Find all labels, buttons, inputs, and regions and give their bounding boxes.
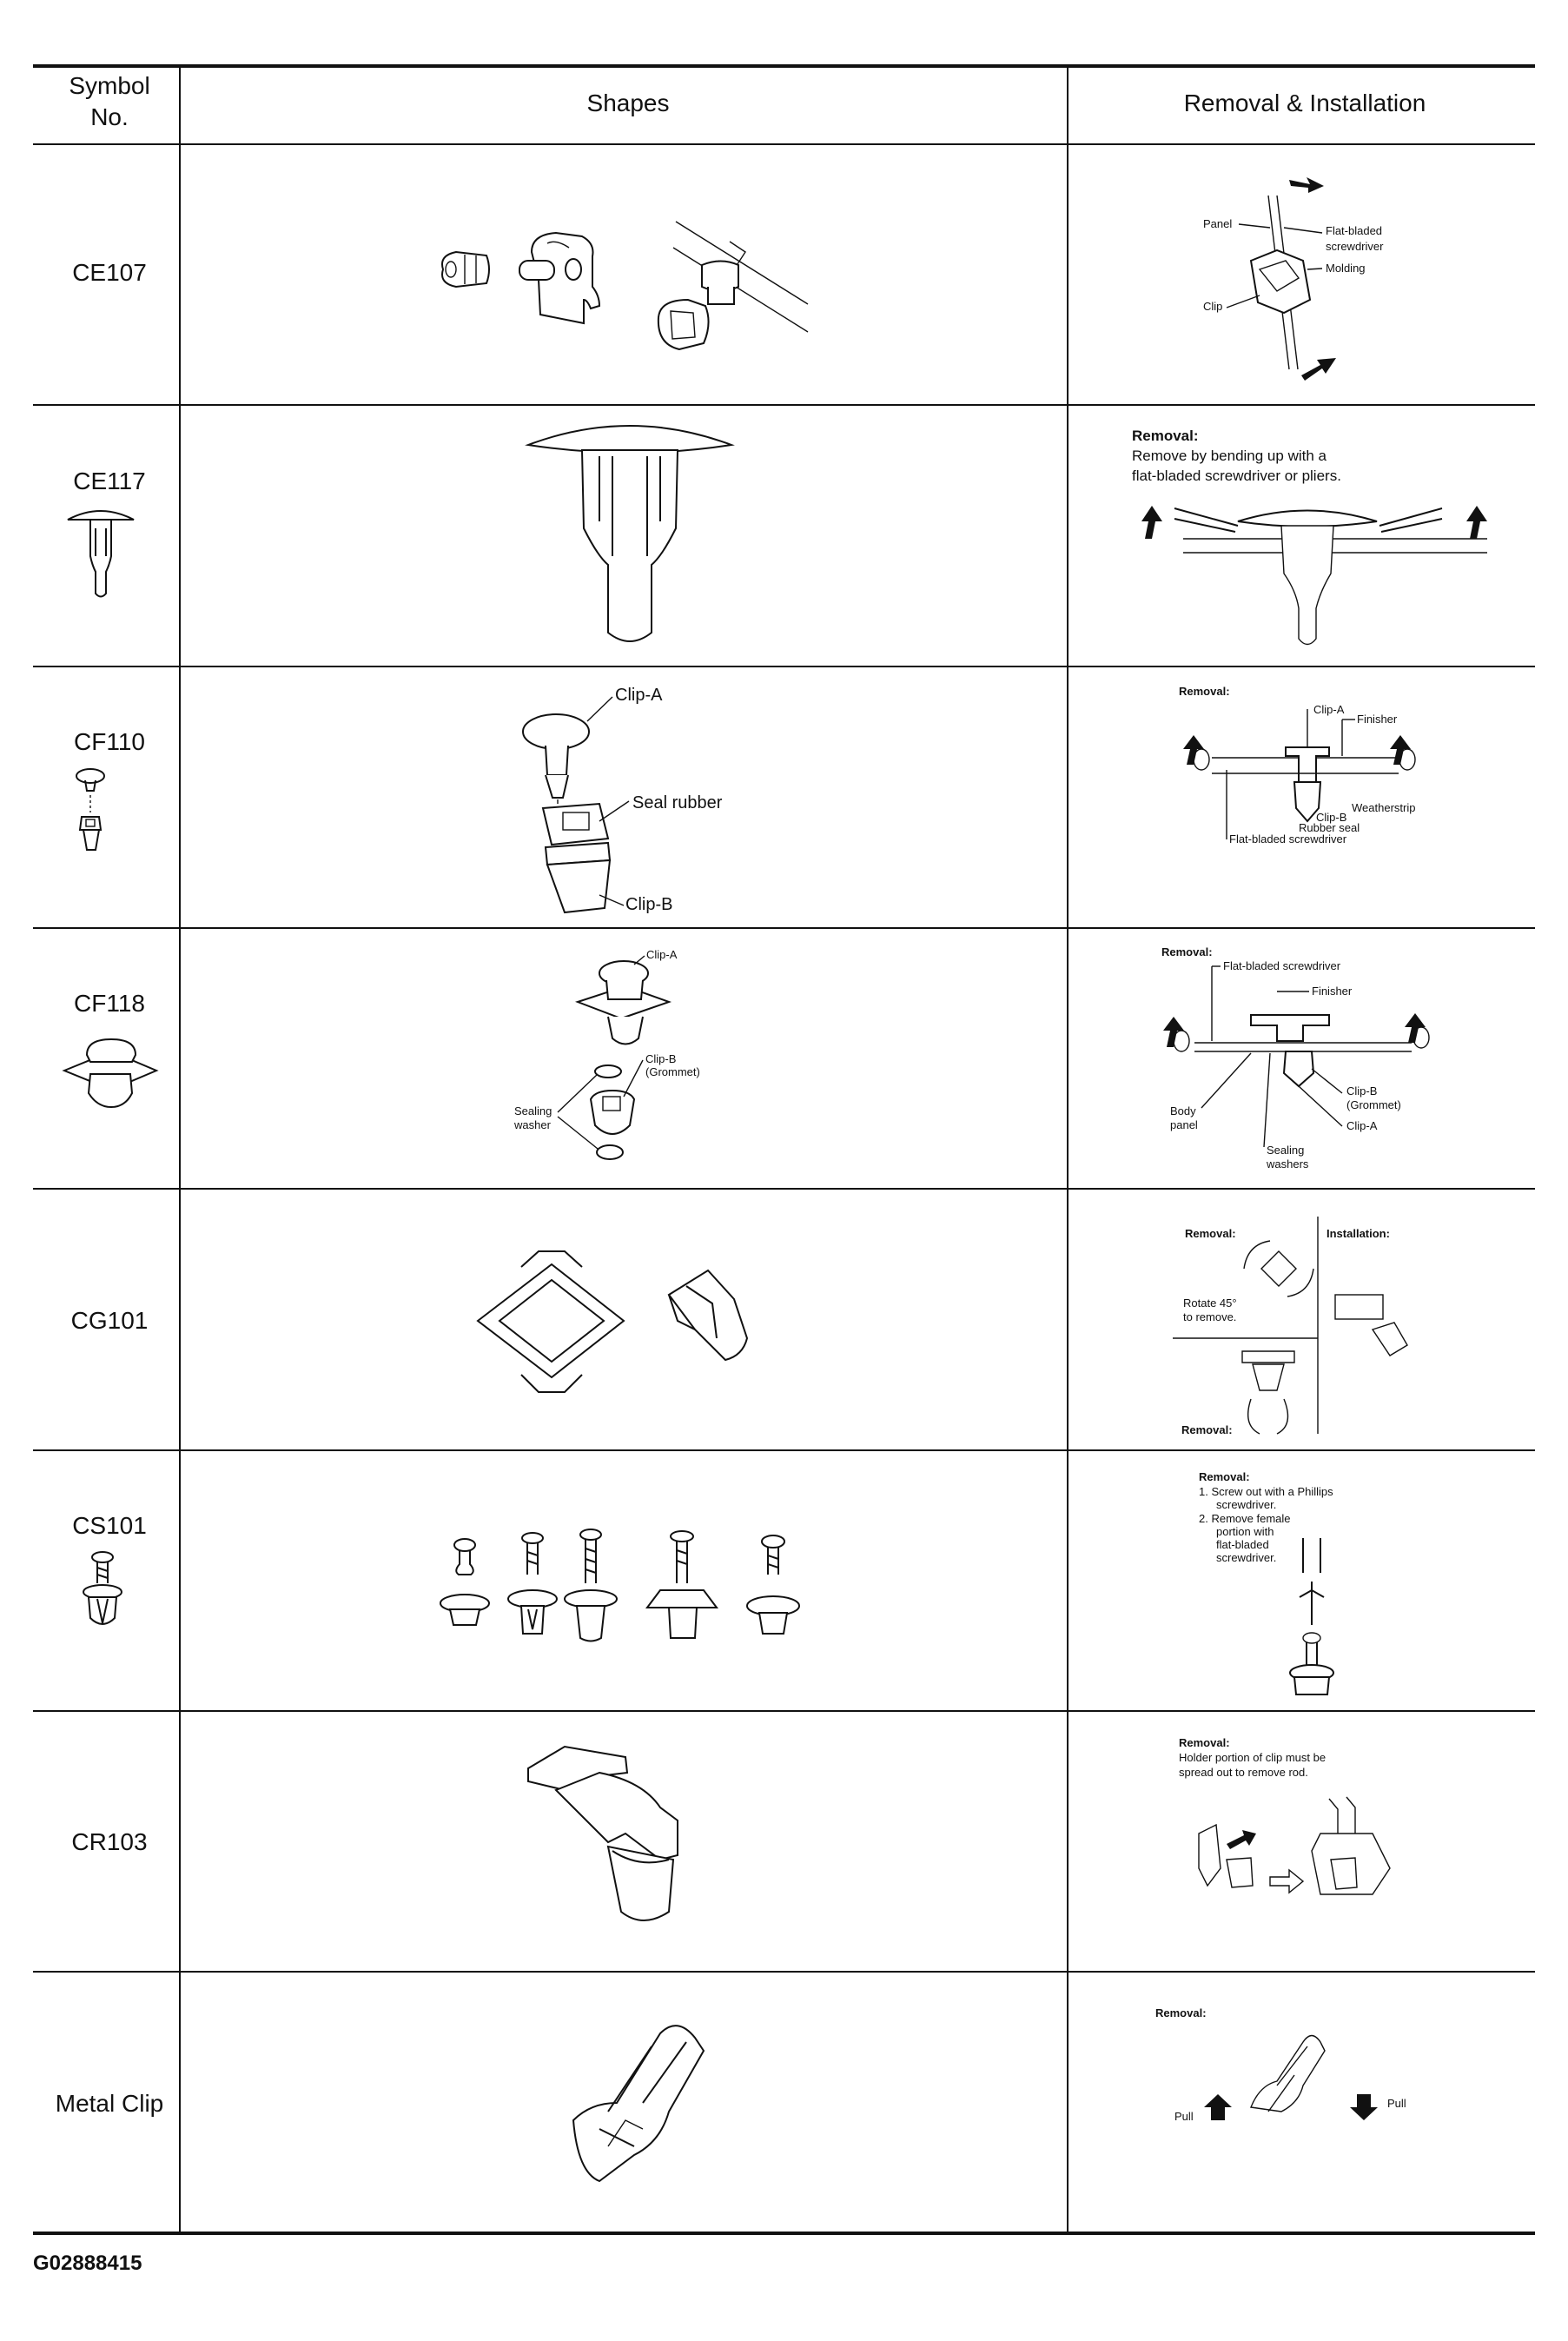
cr103-shape-drawing <box>527 1745 678 1921</box>
svg-text:Removal:: Removal: <box>1161 945 1213 958</box>
cf118-shape-drawing: Clip-A Clip-B (Grommet) Sealing washer <box>513 948 700 1160</box>
symbol-cs101: CS101 <box>72 1512 147 1539</box>
symbol-ce117: CE117 <box>73 468 146 494</box>
cs101-symbol-icon <box>83 1551 122 1625</box>
svg-text:Clip-B: Clip-B <box>1346 1084 1377 1098</box>
svg-text:Clip-A: Clip-A <box>1346 1119 1378 1132</box>
svg-text:Installation:: Installation: <box>1327 1227 1390 1240</box>
screw-2 <box>507 1532 558 1635</box>
svg-text:spread out to remove rod.: spread out to remove rod. <box>1179 1766 1308 1779</box>
svg-text:Seal rubber: Seal rubber <box>632 793 723 812</box>
svg-text:Flat-bladed screwdriver: Flat-bladed screwdriver <box>1223 959 1341 972</box>
screw-5 <box>746 1535 800 1635</box>
table-grid <box>33 64 1535 2235</box>
header-shapes: Shapes <box>587 90 670 116</box>
ce107-removal-drawing: Panel Flat-bladed screwdriver Molding Cl… <box>1203 177 1384 381</box>
svg-text:Clip-B: Clip-B <box>645 1052 676 1065</box>
svg-text:Sealing: Sealing <box>514 1104 552 1117</box>
header-symbol-line2: No. <box>90 103 129 130</box>
screw-3 <box>564 1529 618 1642</box>
svg-text:Finisher: Finisher <box>1357 713 1398 726</box>
cs101-shape-drawing <box>440 1529 800 1642</box>
symbol-cf118: CF118 <box>74 990 145 1017</box>
svg-text:Pull: Pull <box>1174 2110 1194 2123</box>
svg-text:Holder portion of clip must be: Holder portion of clip must be <box>1179 1751 1326 1764</box>
cf118-removal: Removal: Flat-bladed screwdriver Finishe… <box>1161 945 1430 1170</box>
symbol-cf110: CF110 <box>74 728 145 755</box>
screw-4 <box>645 1530 718 1639</box>
cf110-symbol-icon <box>76 768 105 851</box>
symbol-cr103: CR103 <box>71 1828 147 1855</box>
ce107-shape-drawing <box>441 221 809 351</box>
svg-text:Clip-B: Clip-B <box>1316 811 1346 824</box>
svg-text:1. Screw out with a Phillips: 1. Screw out with a Phillips <box>1199 1485 1333 1498</box>
svg-text:washers: washers <box>1266 1157 1309 1170</box>
svg-text:screwdriver: screwdriver <box>1326 240 1384 253</box>
svg-text:screwdriver.: screwdriver. <box>1216 1498 1276 1511</box>
metal-clip-removal: Removal: Pull Pull <box>1155 2006 1406 2123</box>
cf110-removal: Removal: Clip-A Finisher Weatherstrip Cl… <box>1179 685 1416 846</box>
svg-text:Removal:: Removal: <box>1185 1227 1236 1240</box>
cg101-removal: Removal: Installation: Rotate 45° to rem… <box>1173 1217 1408 1436</box>
metal-clip-shape-drawing <box>572 2025 705 2183</box>
svg-text:Flat-bladed screwdriver: Flat-bladed screwdriver <box>1229 832 1347 846</box>
svg-text:Pull: Pull <box>1387 2097 1406 2110</box>
svg-text:Removal:: Removal: <box>1179 685 1230 698</box>
svg-text:Molding: Molding <box>1326 262 1366 275</box>
footer-code: G02888415 <box>33 2251 142 2275</box>
cg101-shape-drawing <box>476 1250 749 1393</box>
svg-text:Removal:: Removal: <box>1179 1736 1230 1749</box>
svg-text:Clip-A: Clip-A <box>646 948 678 961</box>
svg-text:Panel: Panel <box>1203 217 1232 230</box>
svg-text:Clip: Clip <box>1203 300 1222 313</box>
svg-text:portion with: portion with <box>1216 1525 1274 1538</box>
svg-text:Sealing: Sealing <box>1267 1144 1304 1157</box>
svg-text:flat-bladed screwdriver or pli: flat-bladed screwdriver or pliers. <box>1132 468 1341 484</box>
cs101-removal: Removal: 1. Screw out with a Phillips sc… <box>1199 1470 1334 1695</box>
svg-text:Rotate 45°: Rotate 45° <box>1183 1297 1237 1310</box>
symbol-ce107: CE107 <box>72 259 147 286</box>
cf110-shape-drawing: Clip-A Seal rubber Clip-B <box>522 686 723 914</box>
svg-text:Removal:: Removal: <box>1181 1423 1233 1436</box>
ce117-symbol-icon <box>67 510 135 598</box>
svg-text:Removal:: Removal: <box>1132 428 1199 444</box>
ce117-removal: Removal: Remove by bending up with a fla… <box>1132 428 1487 646</box>
svg-text:Rubber seal: Rubber seal <box>1299 821 1360 834</box>
svg-text:Flat-bladed: Flat-bladed <box>1326 224 1382 237</box>
svg-text:Clip-A: Clip-A <box>1313 703 1345 716</box>
svg-text:panel: panel <box>1170 1118 1198 1131</box>
svg-text:screwdriver.: screwdriver. <box>1216 1551 1276 1564</box>
header-removal: Removal & Installation <box>1184 90 1426 116</box>
svg-text:Clip-B: Clip-B <box>625 895 672 914</box>
svg-text:(Grommet): (Grommet) <box>1346 1098 1401 1111</box>
cr103-removal: Removal: Holder portion of clip must be … <box>1179 1736 1391 1895</box>
screw-1 <box>440 1538 490 1626</box>
svg-text:Remove by bending up with a: Remove by bending up with a <box>1132 448 1327 464</box>
svg-text:Body: Body <box>1170 1104 1196 1117</box>
ce117-shape-drawing <box>525 425 735 642</box>
svg-text:Finisher: Finisher <box>1312 985 1353 998</box>
symbol-cg101: CG101 <box>71 1307 149 1334</box>
svg-text:Clip-A: Clip-A <box>615 686 663 705</box>
svg-text:flat-bladed: flat-bladed <box>1216 1538 1269 1551</box>
svg-text:to remove.: to remove. <box>1183 1310 1236 1323</box>
symbol-metal-clip: Metal Clip <box>56 2090 163 2117</box>
svg-text:Removal:: Removal: <box>1199 1470 1250 1483</box>
svg-text:(Grommet): (Grommet) <box>645 1065 700 1078</box>
svg-text:Weatherstrip: Weatherstrip <box>1352 801 1415 814</box>
svg-text:2. Remove female: 2. Remove female <box>1199 1512 1291 1525</box>
svg-text:Removal:: Removal: <box>1155 2006 1207 2019</box>
header-symbol-line1: Symbol <box>69 72 149 99</box>
cf118-symbol-icon <box>62 1038 159 1109</box>
svg-text:washer: washer <box>513 1118 552 1131</box>
